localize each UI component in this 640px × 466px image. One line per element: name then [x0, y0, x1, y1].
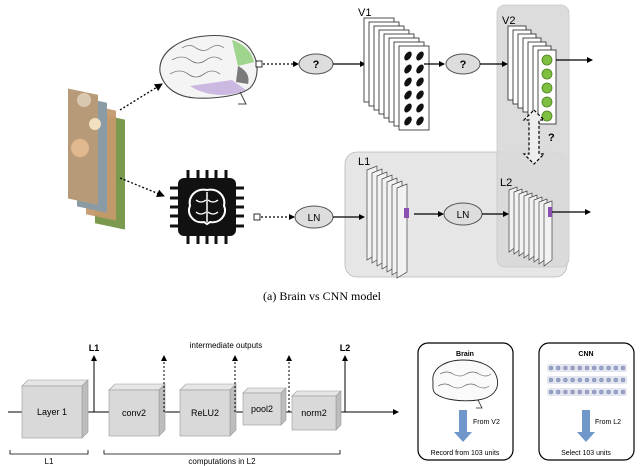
layer-block: norm2	[291, 390, 342, 431]
intermediate-outputs-label: intermediate outputs	[190, 341, 263, 350]
cnn-box-arrow-label: From L2	[595, 419, 621, 426]
comparison-double-arrow	[522, 109, 546, 165]
chip-output-node	[253, 213, 261, 221]
cnn-unit-row	[547, 376, 627, 384]
brain-box-arrow-label: From V2	[473, 419, 500, 426]
ln-op-2-label: LN	[457, 210, 470, 221]
layer-block-label: pool2	[251, 404, 273, 414]
layer-block-label: conv2	[122, 408, 146, 418]
l2-bracket	[103, 450, 341, 455]
brain-chip-icon	[170, 170, 244, 244]
cnn-box-title: CNN	[578, 351, 593, 358]
l1-sheet	[396, 183, 408, 279]
v2-label: V2	[502, 15, 515, 27]
unknown-op-2-label: ?	[460, 59, 467, 71]
layer-block: ReLU2	[179, 383, 237, 437]
v1-sheet	[398, 45, 430, 131]
l2-label: L2	[500, 177, 512, 189]
v1-feature-stack	[363, 17, 430, 131]
cnn-box-footer: Select 103 units	[561, 450, 611, 457]
l1-output-label: L1	[89, 343, 100, 353]
layer-block: Layer 1	[21, 379, 89, 439]
v2-feature-stack	[507, 25, 557, 125]
layer-block: pool2	[242, 387, 287, 426]
l2-output-label: L2	[340, 343, 351, 353]
brain-box-brain-sketch	[432, 359, 499, 409]
layer-pipeline: Layer 1 conv2 ReLU2 pool2 norm2	[21, 379, 342, 439]
cnn-unit-row	[547, 388, 627, 396]
l1-highlight-unit	[404, 208, 409, 218]
v2-sheet	[537, 49, 557, 125]
l1-feature-stack	[366, 165, 409, 279]
cnn-box-down-arrow	[577, 410, 595, 442]
cnn-unit-grid	[547, 364, 627, 396]
brain-box-footer: Record from 103 units	[431, 450, 500, 457]
cnn-selection-box	[538, 342, 635, 461]
layer-block: conv2	[108, 383, 166, 437]
l1-bracket-label: L1	[45, 457, 54, 466]
l2-bracket-label: computations in L2	[188, 457, 256, 466]
arrow-image-to-chip	[119, 177, 165, 198]
caption-a: (a) Brain vs CNN model	[263, 289, 382, 303]
layer-block-label: norm2	[301, 408, 327, 418]
ln-op-1-label: LN	[308, 213, 321, 224]
layer-block-label: Layer 1	[37, 407, 67, 417]
l2-feature-stack	[508, 186, 553, 267]
l1-label: L1	[358, 156, 370, 168]
brain-illustration	[159, 34, 258, 105]
brain-box-down-arrow	[454, 410, 472, 442]
unknown-op-1-label: ?	[313, 59, 320, 71]
cnn-unit-row	[547, 364, 627, 372]
comparison-question-mark: ?	[548, 132, 555, 144]
input-image-stack	[68, 88, 125, 230]
v1-label: V1	[358, 7, 371, 19]
arrow-image-to-brain	[119, 83, 163, 111]
brain-box-title: Brain	[456, 351, 474, 358]
l2-sheet	[543, 200, 553, 267]
l2-highlight-unit	[548, 207, 552, 217]
l1-bracket	[9, 450, 89, 455]
layer-block-label: ReLU2	[191, 408, 219, 418]
brain-output-node	[255, 60, 263, 68]
